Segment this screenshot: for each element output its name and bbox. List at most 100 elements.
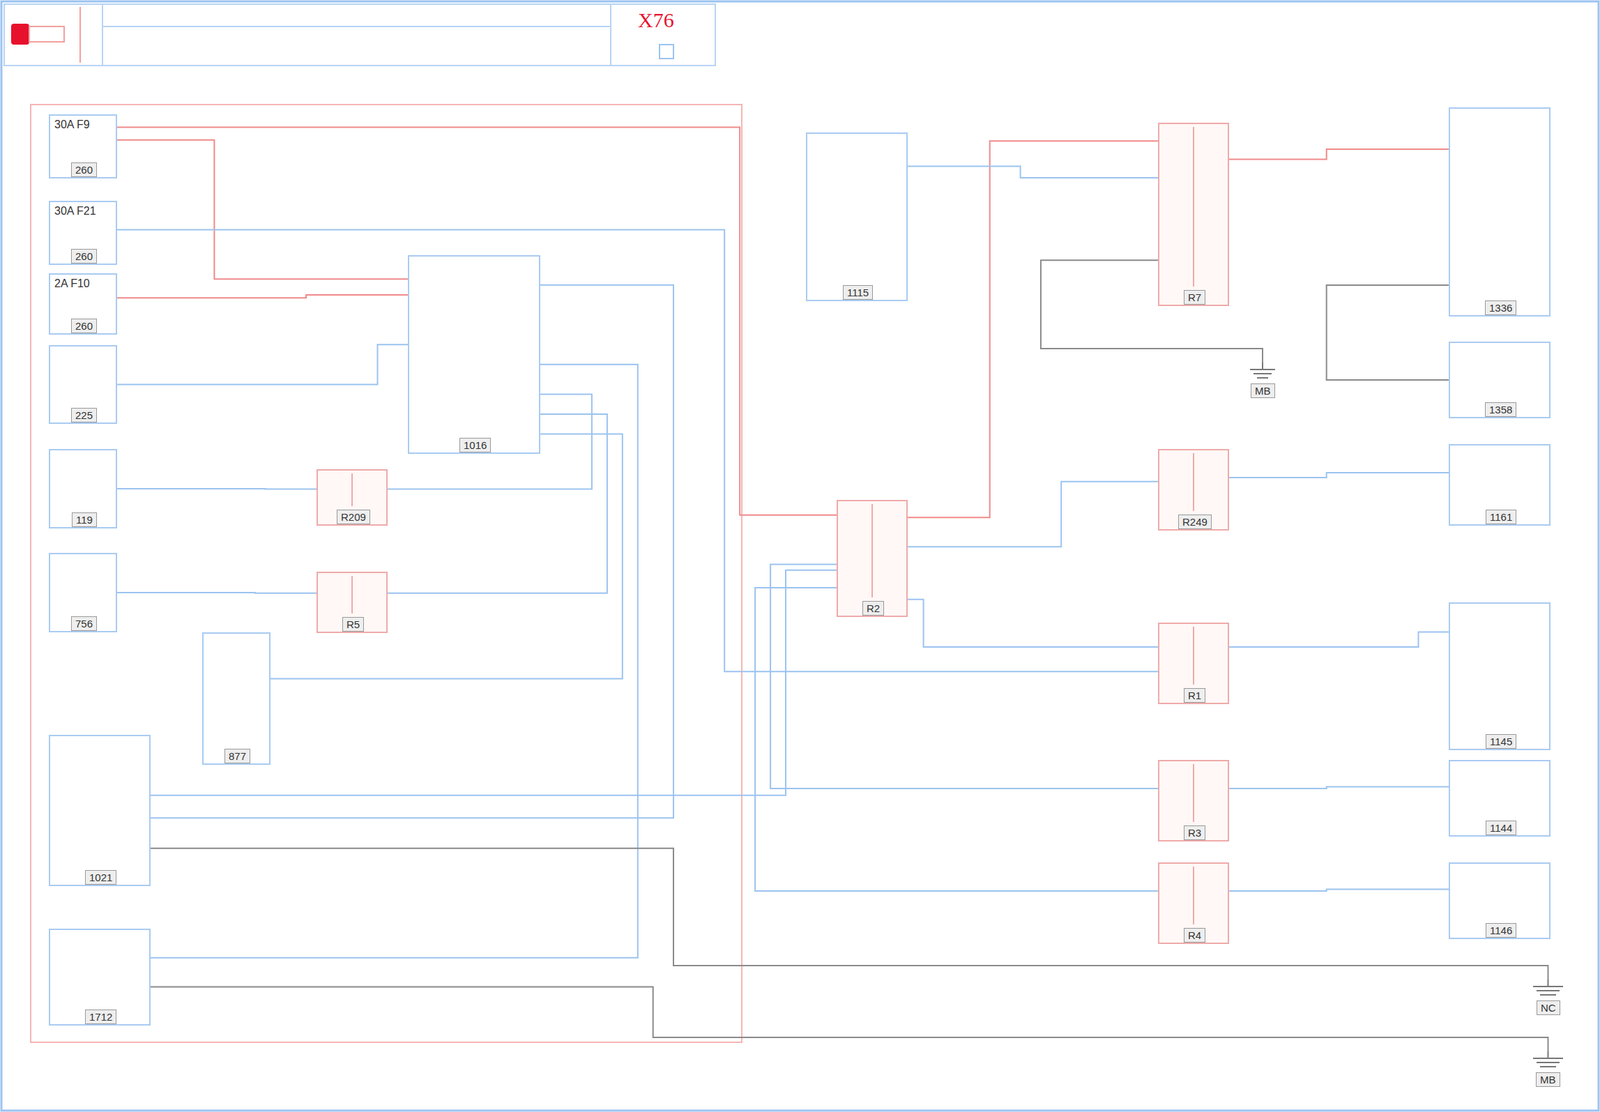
component-box: 1145 (1448, 602, 1551, 751)
ground-bar (1533, 985, 1564, 988)
connector-split (1192, 626, 1195, 685)
part-number: MB (1535, 1072, 1561, 1087)
part-number: 119 (71, 512, 97, 528)
wire (907, 165, 1158, 178)
part-number: R7 (1183, 290, 1206, 305)
ground-point: MB (1247, 362, 1278, 404)
connector-block: R249 (1157, 448, 1230, 531)
part-number: R3 (1183, 825, 1206, 841)
part-number: R1 (1183, 688, 1206, 703)
part-number: 1336 (1484, 300, 1517, 316)
component-box: 119 (48, 448, 118, 529)
connector-icon (29, 26, 65, 42)
wire (117, 294, 408, 298)
component-box: 1146 (1448, 862, 1551, 940)
ground-bar (1540, 994, 1557, 996)
connector-block: R1 (1157, 622, 1230, 705)
component-box: 1358 (1448, 341, 1551, 419)
part-number: 877 (224, 748, 251, 764)
header-divider (101, 4, 104, 66)
connector-pins (837, 501, 907, 616)
component-box: 1161 (1448, 444, 1551, 526)
ground-symbol (1247, 362, 1278, 383)
fuse-box: 30A F21 260 (48, 200, 118, 265)
wire (1229, 631, 1449, 647)
component-box: 1021 (48, 734, 151, 887)
ground-bar (1547, 1051, 1550, 1059)
fuse-box: 2A F10 260 (48, 273, 118, 335)
wire (150, 986, 1549, 1052)
wire (150, 570, 837, 796)
wire (907, 599, 1158, 647)
wire (117, 488, 317, 490)
connector-block: R2 (836, 499, 908, 617)
wire (117, 140, 408, 279)
wire (1229, 472, 1449, 478)
part-number: 260 (71, 248, 97, 264)
component-box: 225 (48, 345, 118, 424)
fuse-box: 30A F9 260 (48, 114, 118, 179)
connector-block: R3 (1157, 759, 1230, 842)
ground-bar (1256, 377, 1269, 379)
ground-bar (1261, 362, 1264, 370)
component-box: 1144 (1448, 759, 1551, 837)
part-number: 1144 (1485, 820, 1517, 836)
part-number: 1016 (459, 437, 491, 453)
part-number: R2 (862, 600, 885, 616)
wire (907, 140, 1158, 518)
component-box: 756 (48, 552, 118, 633)
fuse-rating: 30A F9 (54, 118, 90, 132)
header-box (4, 4, 716, 66)
part-number: 260 (71, 162, 97, 178)
wire (117, 344, 408, 385)
wire (150, 848, 1549, 980)
ground-point: MB (1530, 1051, 1566, 1093)
wire (770, 564, 1158, 789)
part-number: 1021 (85, 870, 117, 885)
ground-bar (1253, 372, 1272, 375)
ground-bar (1540, 1065, 1557, 1068)
fuse-rating: 30A F21 (54, 204, 97, 218)
wire (1229, 787, 1449, 790)
part-number: 1161 (1485, 509, 1517, 525)
component-box: 1115 (805, 132, 908, 302)
connector-block: R209 (316, 469, 388, 526)
connector-pins (1159, 124, 1228, 305)
component-box: 877 (202, 632, 271, 765)
connector-split (1192, 866, 1195, 925)
control-unit: 1016 (407, 255, 541, 454)
ground-bar (1536, 1061, 1560, 1064)
wire (150, 364, 638, 958)
part-number: 1358 (1484, 402, 1517, 417)
fuse-rating: 2A F10 (54, 277, 90, 291)
connector-split (351, 473, 353, 507)
part-number: 260 (71, 318, 97, 334)
ground-bar (1533, 1057, 1564, 1059)
wire (117, 591, 317, 594)
header-divider (610, 4, 612, 66)
connector-block: R5 (316, 571, 388, 634)
ground-bar (1536, 989, 1560, 992)
wire (1229, 149, 1449, 160)
part-number: 1115 (842, 285, 873, 300)
connector-split (871, 504, 873, 598)
page-icon (659, 44, 674, 59)
part-number: MB (1250, 383, 1276, 399)
connector-icon (79, 6, 81, 63)
wire (1040, 260, 1263, 363)
power-loop (30, 104, 742, 1043)
connector-split (351, 575, 353, 614)
ground-symbol (1530, 979, 1566, 1000)
sheet-id: X76 (637, 8, 675, 33)
connector-block: R7 (1157, 122, 1230, 307)
connector-icon (11, 23, 30, 45)
ground-point: NC (1530, 979, 1566, 1021)
connector-block: R4 (1157, 862, 1230, 944)
wire (117, 126, 837, 515)
ground-bar (1547, 979, 1550, 987)
wire (755, 587, 1158, 891)
wire (1326, 285, 1449, 380)
